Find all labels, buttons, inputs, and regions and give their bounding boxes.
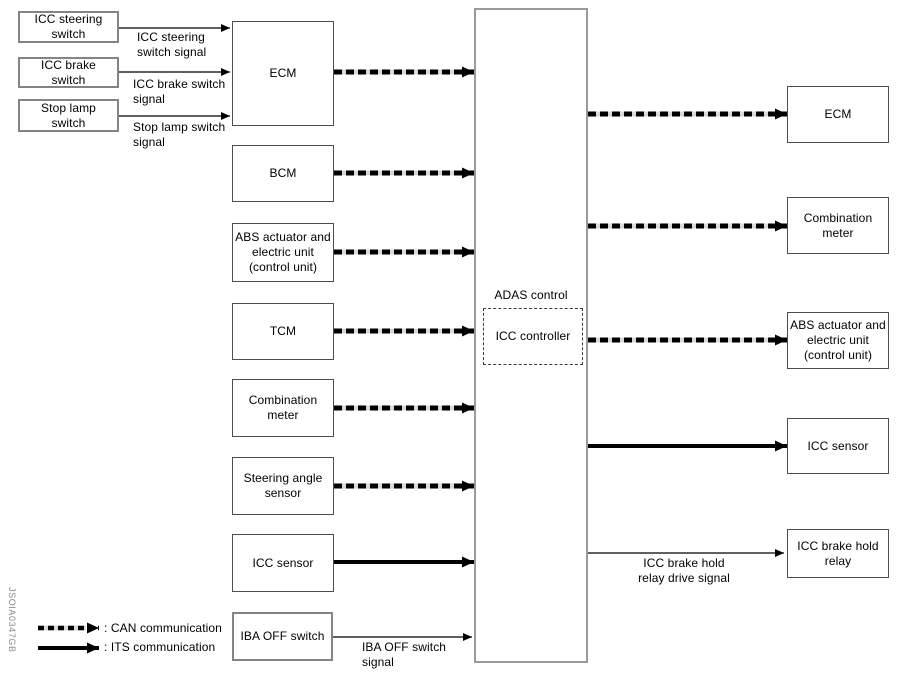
signal-label-icc-steering: ICC steering switch signal [137,30,207,60]
node-ecm-input: ECM [232,21,334,126]
node-label: Steering angle sensor [243,471,323,500]
node-combination-meter-output: Combination meter [787,197,889,254]
node-steering-angle-sensor: Steering angle sensor [232,457,334,515]
can-arrow-underlay [38,69,774,631]
node-label: TCM [269,324,297,338]
node-combination-meter-input: Combination meter [232,379,334,437]
node-icc-sensor-output: ICC sensor [787,418,889,474]
node-label: ICC sensor [252,555,314,570]
node-abs-actuator-output: ABS actuator and electric unit (control … [787,312,889,369]
node-icc-brake-hold-relay: ICC brake hold relay [787,529,889,578]
signal-arrow [119,24,784,641]
node-icc-sensor-input: ICC sensor [232,534,334,592]
node-iba-off-switch: IBA OFF switch [232,612,333,661]
signal-label-stop-lamp: Stop lamp switch signal [133,120,226,150]
node-label: ICC sensor [807,438,869,453]
signal-label-brake-hold-relay: ICC brake hold relay drive signal [638,556,730,586]
node-bcm: BCM [232,145,334,202]
node-icc-controller: ICC controller [483,308,583,365]
node-ecm-output: ECM [787,86,889,143]
node-tcm: TCM [232,303,334,360]
node-label: IBA OFF switch [240,629,325,643]
legend-can-label: : CAN communication [104,621,222,635]
node-label: Combination meter [248,393,318,422]
node-label: ICC brake hold relay [797,538,879,568]
node-label: ICC brake switch [41,57,96,87]
legend-its-label: : ITS communication [104,640,216,654]
node-label: Stop lamp switch [41,100,96,130]
node-label: ECM [824,107,852,121]
node-label: ICC controller [495,329,571,343]
node-label: ABS actuator and electric unit (control … [790,318,886,362]
node-abs-actuator-input: ABS actuator and electric unit (control … [232,223,334,282]
node-icc-brake-switch: ICC brake switch [18,57,119,88]
node-label: ICC steering switch [34,12,103,41]
signal-label-icc-brake: ICC brake switch signal [133,77,226,107]
figure-id-watermark: JSOIA0347GB [7,587,17,653]
node-label: ABS actuator and electric unit (control … [235,230,331,274]
can-arrow [334,66,787,492]
signal-label-iba-off: IBA OFF switch signal [362,640,447,670]
node-icc-steering-switch: ICC steering switch [18,11,119,43]
node-stop-lamp-switch: Stop lamp switch [18,99,119,132]
its-arrow [334,440,787,568]
node-label: ECM [269,66,297,80]
node-label: BCM [269,166,297,180]
adas-control-label: ADAS control [494,288,568,302]
node-label: Combination meter [803,210,873,240]
